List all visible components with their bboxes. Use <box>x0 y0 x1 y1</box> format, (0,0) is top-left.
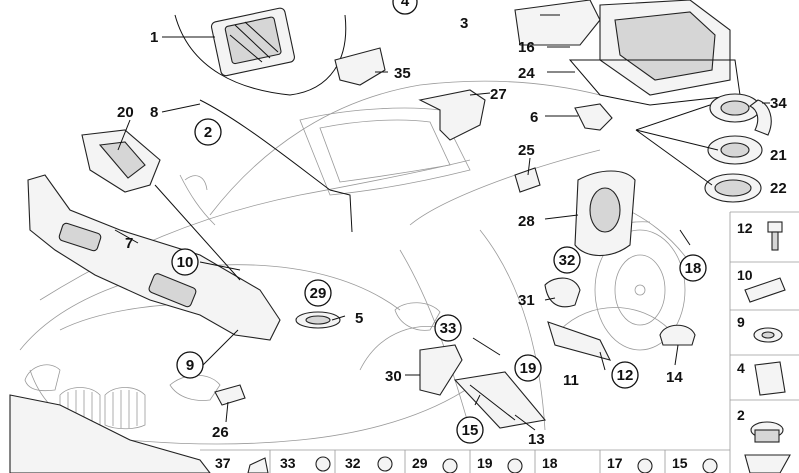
callout-11: 11 <box>563 372 579 389</box>
callout-10-circled: 10 <box>177 254 194 271</box>
callout-5: 5 <box>355 310 363 327</box>
callout-28: 28 <box>518 213 535 230</box>
callout-32-circled: 32 <box>559 252 576 269</box>
callout-7: 7 <box>125 235 133 252</box>
legend-row-frame <box>200 449 730 473</box>
part-ring-22 <box>704 173 762 203</box>
car-body-outline <box>9 80 701 445</box>
callout-15-circled: 15 <box>462 422 479 439</box>
callout-27: 27 <box>490 86 507 103</box>
part-seal-strip <box>199 99 353 233</box>
callout-2-circled: 2 <box>204 124 212 141</box>
callout-35: 35 <box>394 65 411 82</box>
legend-col-label-5: 2 <box>737 407 745 423</box>
callout-21: 21 <box>770 147 787 164</box>
part-clip-25 <box>514 167 541 193</box>
legend-column-labels: 12 10 9 4 2 <box>737 220 753 423</box>
callout-19-circled: 19 <box>520 360 537 377</box>
callout-9-circled: 9 <box>186 357 194 374</box>
part-cowl-panel <box>27 174 281 341</box>
legend-row-label-5: 19 <box>477 455 493 471</box>
legend-col-label-4: 4 <box>737 360 745 376</box>
legend-col-label-2: 10 <box>737 267 753 283</box>
legend-row-label-7: 17 <box>607 455 623 471</box>
callout-25: 25 <box>518 142 535 159</box>
part-cover-28 <box>574 170 636 257</box>
legend-col-label-1: 12 <box>737 220 753 236</box>
callout-34: 34 <box>770 95 787 112</box>
callout-1: 1 <box>150 29 158 46</box>
circled-callouts: 2 10 9 29 33 19 32 12 18 15 4 <box>171 0 707 444</box>
part-strap-11 <box>547 321 612 361</box>
part-grommet-34 <box>709 93 772 136</box>
part-bracket-30 <box>419 344 463 396</box>
callout-22: 22 <box>770 180 787 197</box>
callout-6: 6 <box>530 109 538 126</box>
legend-row-label-4: 29 <box>412 455 428 471</box>
callout-26: 26 <box>212 424 229 441</box>
part-ring-21 <box>707 135 763 165</box>
part-bottom-strip <box>9 394 211 473</box>
callout-30: 30 <box>385 368 402 385</box>
leader-lines <box>114 14 770 431</box>
callout-4-circled: 4 <box>401 0 410 10</box>
part-bracket-35 <box>334 47 386 86</box>
plain-callouts: 1 3 8 20 7 26 35 16 24 27 6 25 28 34 21 … <box>117 15 787 448</box>
part-bumper-31 <box>544 277 581 308</box>
part-bracket-27 <box>418 89 486 141</box>
callout-24: 24 <box>518 65 535 82</box>
legend-row-label-2: 33 <box>280 455 296 471</box>
callout-14: 14 <box>666 369 683 386</box>
legend-row-label-8: 15 <box>672 455 688 471</box>
callout-3: 3 <box>460 15 468 32</box>
legend-row-label-1: 37 <box>215 455 231 471</box>
part-gasket-5 <box>295 311 341 329</box>
legend-row-labels: 37 33 32 29 19 18 17 15 <box>215 455 688 471</box>
callout-20: 20 <box>117 104 134 121</box>
callout-13: 13 <box>528 431 545 448</box>
callout-16: 16 <box>518 39 535 56</box>
legend-column-frame <box>729 211 799 473</box>
part-stopper-14 <box>659 324 696 346</box>
callout-18-circled: 18 <box>685 260 702 277</box>
callout-29-circled: 29 <box>310 285 327 302</box>
detail-circle-item-1 <box>174 7 347 96</box>
part-water-deflector <box>81 129 161 193</box>
legend-col-label-3: 9 <box>737 314 745 330</box>
part-mat-13 <box>453 371 547 429</box>
legend-row-label-3: 32 <box>345 455 361 471</box>
part-clip-6 <box>574 103 613 131</box>
callout-33-circled: 33 <box>440 320 457 337</box>
legend-row-label-6: 18 <box>542 455 558 471</box>
callout-31: 31 <box>518 292 535 309</box>
part-battery-tray <box>514 0 741 106</box>
callout-12-circled: 12 <box>617 367 634 384</box>
callout-8: 8 <box>150 104 158 121</box>
part-clip-26 <box>214 384 246 406</box>
